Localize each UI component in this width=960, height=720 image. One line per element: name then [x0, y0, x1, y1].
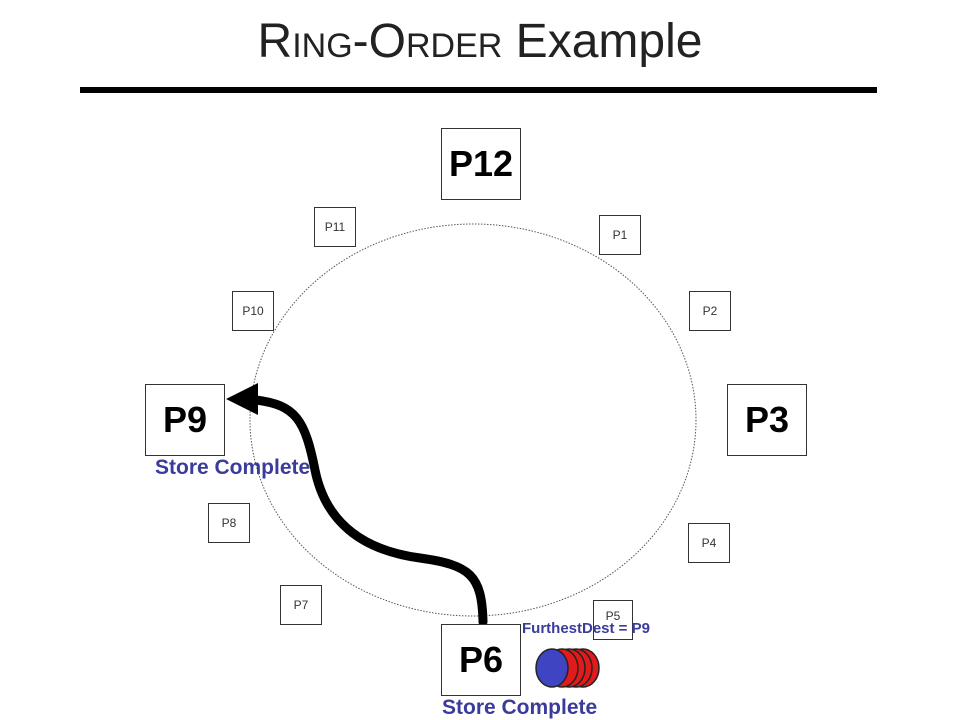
- ring-ellipse: [249, 223, 697, 617]
- slide-title: RING-ORDER Example: [257, 15, 703, 68]
- node-p1-label: P1: [612, 228, 628, 242]
- token-queue: [535, 648, 600, 688]
- node-p3-label: P3: [744, 399, 790, 440]
- node-p9-label: P9: [162, 399, 208, 440]
- node-p4: P4: [688, 523, 730, 563]
- title-underline: [80, 87, 877, 93]
- arrowhead: [226, 383, 258, 415]
- node-p1: P1: [599, 215, 641, 255]
- node-p2: P2: [689, 291, 731, 331]
- node-p10: P10: [232, 291, 274, 331]
- node-p5: P5: [593, 600, 633, 640]
- transfer-arrow: [251, 395, 488, 627]
- node-p6-label: P6: [458, 639, 504, 680]
- node-p8-label: P8: [221, 516, 237, 530]
- node-p8: P8: [208, 503, 250, 543]
- node-p2-label: P2: [702, 304, 718, 318]
- node-p3: P3: [727, 384, 807, 456]
- node-p12: P12: [441, 128, 521, 200]
- furthest-dest-label: FurthestDest = P9: [522, 620, 650, 637]
- node-p11: P11: [314, 207, 356, 247]
- token-blue: [535, 648, 569, 688]
- node-p5-label: P5: [605, 609, 621, 623]
- node-p10-label: P10: [242, 304, 264, 318]
- node-p6: P6: [441, 624, 521, 696]
- p6-store-complete-label: Store Complete: [442, 696, 598, 719]
- node-p11-label: P11: [324, 220, 346, 234]
- node-p12-label: P12: [448, 143, 514, 184]
- node-p7: P7: [280, 585, 322, 625]
- node-p9: P9: [145, 384, 225, 456]
- node-p7-label: P7: [293, 598, 309, 612]
- node-p4-label: P4: [701, 536, 717, 550]
- p9-store-complete-label: Store Complete: [155, 456, 311, 479]
